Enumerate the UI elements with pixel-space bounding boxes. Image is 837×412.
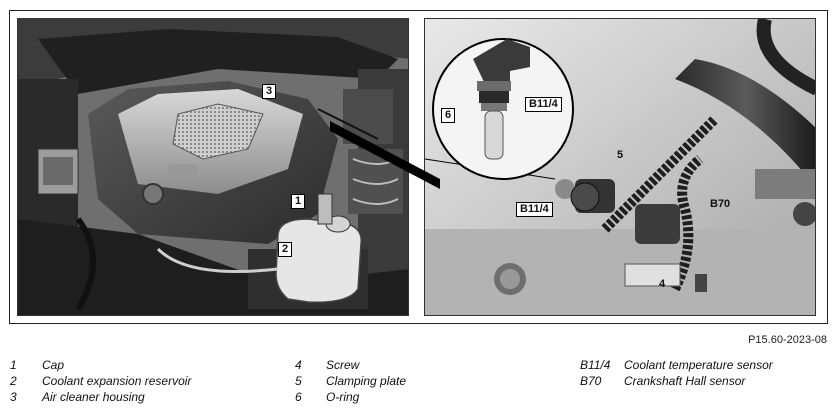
callout-6: 6 bbox=[441, 108, 456, 123]
legend-column-3: B11/4 Coolant temperature sensor B70 Cra… bbox=[580, 357, 830, 389]
callout-3: 3 bbox=[262, 84, 277, 99]
legend-number: 4 bbox=[295, 358, 302, 372]
callout-1: 1 bbox=[291, 194, 306, 209]
legend-label: Coolant expansion reservoir bbox=[42, 374, 192, 388]
legend-label: Clamping plate bbox=[326, 374, 407, 388]
legend-item: B70 Crankshaft Hall sensor bbox=[580, 373, 830, 389]
callout-4: 4 bbox=[659, 278, 666, 290]
legend-item: 1 Cap bbox=[10, 357, 290, 373]
legend-number: B70 bbox=[580, 374, 602, 388]
engine-compartment-photo bbox=[17, 18, 409, 316]
legend-item: 6 O-ring bbox=[295, 389, 565, 405]
callout-b70: B70 bbox=[710, 198, 731, 210]
legend-number: 3 bbox=[10, 390, 17, 404]
legend-label: Crankshaft Hall sensor bbox=[624, 374, 746, 388]
callout-b11-4-detail: B11/4 bbox=[525, 97, 562, 112]
sensor-detail-photo bbox=[424, 18, 816, 316]
legend-item: 2 Coolant expansion reservoir bbox=[10, 373, 290, 389]
legend-label: Cap bbox=[42, 358, 65, 372]
legend-label: Coolant temperature sensor bbox=[624, 358, 773, 372]
sensor-detail-illustration bbox=[425, 19, 815, 315]
legend-number: 2 bbox=[10, 374, 17, 388]
legend-label: Screw bbox=[326, 358, 360, 372]
legend-number: 6 bbox=[295, 390, 302, 404]
callout-2: 2 bbox=[278, 242, 293, 257]
legend-item: 5 Clamping plate bbox=[295, 373, 565, 389]
figure-frame: 3 1 2 6 B11/4 5 B11/4 B70 4 bbox=[9, 10, 828, 324]
magnification-pointer bbox=[330, 121, 440, 189]
legend-column-2: 4 Screw 5 Clamping plate 6 O-ring bbox=[295, 357, 565, 405]
callout-b11-4: B11/4 bbox=[516, 202, 553, 217]
legend-label: Air cleaner housing bbox=[42, 390, 145, 404]
legend-item: 4 Screw bbox=[295, 357, 565, 373]
figure-reference-code: P15.60-2023-08 bbox=[748, 334, 827, 346]
legend-item: 3 Air cleaner housing bbox=[10, 389, 290, 405]
legend-number: 1 bbox=[10, 358, 17, 372]
legend-item: B11/4 Coolant temperature sensor bbox=[580, 357, 830, 373]
legend-label: O-ring bbox=[326, 390, 360, 404]
legend-number: 5 bbox=[295, 374, 302, 388]
callout-5: 5 bbox=[617, 149, 624, 161]
legend-column-1: 1 Cap 2 Coolant expansion reservoir 3 Ai… bbox=[10, 357, 290, 405]
engine-compartment-illustration bbox=[18, 19, 408, 315]
legend-number: B11/4 bbox=[580, 358, 611, 372]
parts-legend: 1 Cap 2 Coolant expansion reservoir 3 Ai… bbox=[10, 357, 830, 409]
